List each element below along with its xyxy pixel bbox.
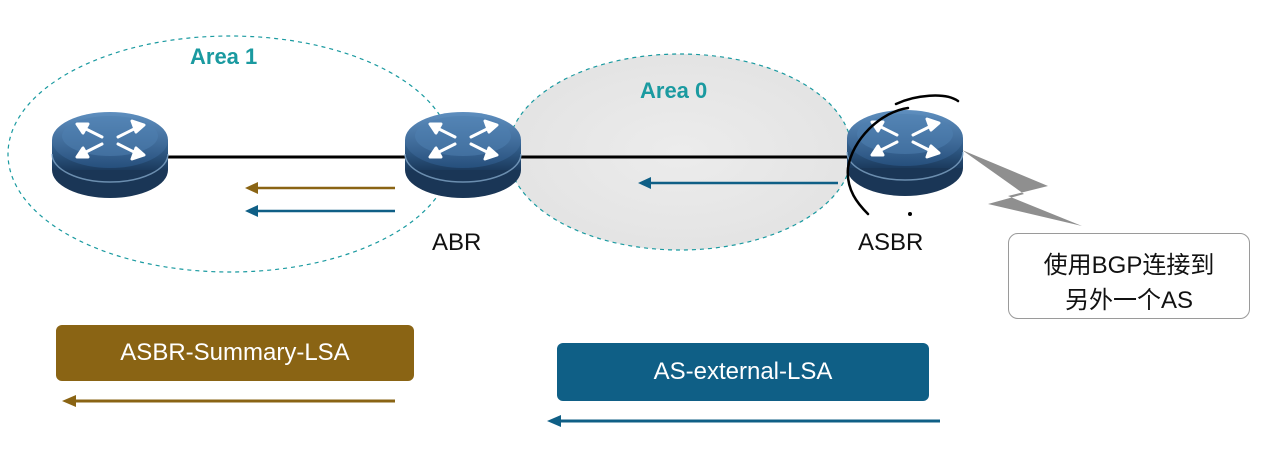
handwritten-mark	[894, 94, 960, 106]
arrow-left-icon	[638, 177, 838, 189]
lightning-link-icon	[962, 150, 1082, 226]
callout-line-1: 使用BGP连接到	[1043, 252, 1215, 279]
arrow-left-icon	[547, 415, 940, 427]
callout-line-2: 另外一个AS	[1064, 287, 1193, 314]
area-1-label: Area 1	[190, 44, 258, 69]
as-external-lsa-box: AS-external-LSA	[557, 343, 929, 401]
arrow-left-icon	[62, 395, 395, 407]
asbr-label: ASBR	[858, 229, 924, 256]
as-external-lsa-label: AS-external-LSA	[653, 358, 833, 385]
router-icon	[50, 110, 170, 200]
router-icon	[403, 110, 523, 200]
abr-label: ABR	[432, 229, 482, 256]
asbr-summary-lsa-box: ASBR-Summary-LSA	[56, 325, 414, 381]
handwritten-mark	[846, 106, 910, 216]
bgp-callout: 使用BGP连接到 另外一个AS	[1008, 233, 1250, 319]
arrow-left-icon	[245, 205, 395, 217]
arrow-left-icon	[245, 182, 395, 194]
area-0-label: Area 0	[640, 78, 708, 103]
router-icon	[845, 108, 965, 198]
asbr-summary-lsa-label: ASBR-Summary-LSA	[120, 339, 350, 366]
handwritten-dot	[908, 212, 912, 216]
